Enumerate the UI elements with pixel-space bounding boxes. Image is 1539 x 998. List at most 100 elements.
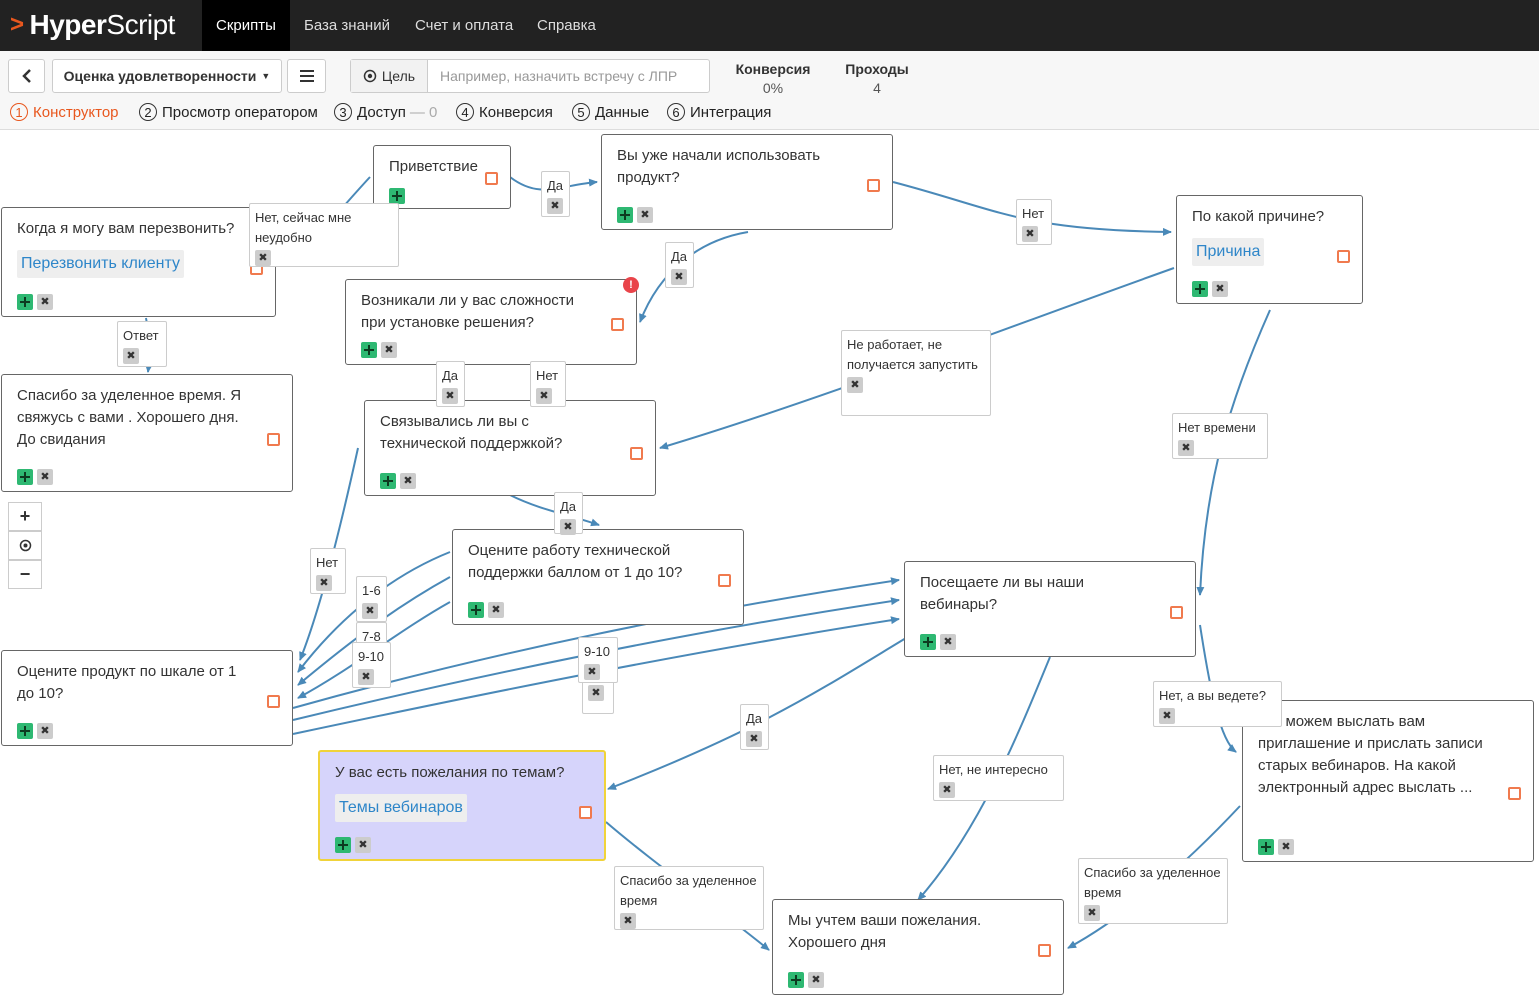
edge[interactable] <box>892 181 1172 236</box>
remove-icon[interactable]: ✖ <box>123 348 139 364</box>
menu-button[interactable] <box>287 59 326 93</box>
node-topics[interactable]: У вас есть пожелания по темам? Темы веби… <box>318 750 606 861</box>
node-checkbox[interactable] <box>267 695 280 708</box>
center-view-button[interactable] <box>8 531 42 560</box>
plus-icon[interactable] <box>17 723 33 739</box>
flow-canvas[interactable]: Приветствие Вы уже начали использовать п… <box>0 130 1539 998</box>
remove-icon[interactable]: ✖ <box>536 388 552 404</box>
plus-icon[interactable] <box>788 972 804 988</box>
edge[interactable] <box>639 231 749 323</box>
node-checkbox[interactable] <box>485 172 498 185</box>
edge-label[interactable]: 9-10 ✖ <box>352 642 391 688</box>
edge-label[interactable]: Да ✖ <box>554 492 583 535</box>
edge-label[interactable]: 9-10 ✖ <box>578 637 618 683</box>
node-tag[interactable]: Причина <box>1192 238 1265 266</box>
remove-icon[interactable]: ✖ <box>488 602 504 618</box>
node-tag[interactable]: Перезвонить клиенту <box>17 250 184 278</box>
plus-icon[interactable] <box>920 634 936 650</box>
edge[interactable] <box>607 637 907 790</box>
edge-label[interactable]: Нет ✖ <box>530 361 566 407</box>
remove-icon[interactable]: ✖ <box>355 837 371 853</box>
warning-icon[interactable]: ! <box>623 277 639 293</box>
edge-label[interactable]: Нет, не интересно ✖ <box>933 755 1064 801</box>
plus-icon[interactable] <box>17 469 33 485</box>
node-greeting[interactable]: Приветствие <box>373 145 511 209</box>
remove-icon[interactable]: ✖ <box>37 723 53 739</box>
remove-icon[interactable]: ✖ <box>381 342 397 358</box>
remove-icon[interactable]: ✖ <box>620 913 636 929</box>
edge-label[interactable]: Не работает, не получается запустить ✖ <box>841 330 991 416</box>
remove-icon[interactable]: ✖ <box>547 198 563 214</box>
plus-icon[interactable] <box>380 473 396 489</box>
remove-icon[interactable]: ✖ <box>1212 281 1228 297</box>
nav-billing[interactable]: Счет и оплата <box>415 17 514 34</box>
edge-label[interactable]: Спасибо за уделенное время ✖ <box>614 866 764 930</box>
remove-icon[interactable]: ✖ <box>584 664 600 680</box>
edge-label[interactable]: Ответ ✖ <box>117 321 167 367</box>
remove-icon[interactable]: ✖ <box>255 250 271 266</box>
node-difficulties[interactable]: Возникали ли у вас сложности при установ… <box>345 279 637 365</box>
node-webinars[interactable]: Посещаете ли вы наши вебинары? ✖ <box>904 561 1196 657</box>
nav-knowledge-base[interactable]: База знаний <box>304 17 390 34</box>
remove-icon[interactable]: ✖ <box>400 473 416 489</box>
edge-label[interactable]: Да ✖ <box>541 171 570 217</box>
plus-icon[interactable] <box>361 342 377 358</box>
node-checkbox[interactable] <box>1337 250 1350 263</box>
edge-label[interactable]: Спасибо за уделенное время ✖ <box>1078 858 1228 924</box>
remove-icon[interactable]: ✖ <box>847 377 863 393</box>
edge-label[interactable]: Нет времени ✖ <box>1172 413 1268 459</box>
node-final[interactable]: Мы учтем ваши пожелания. Хорошего дня ✖ <box>772 899 1064 995</box>
remove-icon[interactable]: ✖ <box>37 294 53 310</box>
plus-icon[interactable] <box>335 837 351 853</box>
node-rate-product[interactable]: Оцените продукт по шкале от 1 до 10? ✖ <box>1 650 293 746</box>
node-checkbox[interactable] <box>718 574 731 587</box>
node-checkbox[interactable] <box>1170 606 1183 619</box>
remove-icon[interactable]: ✖ <box>1159 708 1175 724</box>
node-checkbox[interactable] <box>1038 944 1051 957</box>
remove-icon[interactable]: ✖ <box>442 388 458 404</box>
plus-icon[interactable] <box>617 207 633 223</box>
remove-icon[interactable]: ✖ <box>37 469 53 485</box>
nav-help[interactable]: Справка <box>537 17 596 34</box>
node-checkbox[interactable] <box>867 179 880 192</box>
edge-label[interactable]: 1-6 ✖ <box>356 576 387 622</box>
plus-icon[interactable] <box>1192 281 1208 297</box>
edge-label[interactable]: Нет, сейчас мне неудобно ✖ <box>249 203 399 267</box>
plus-icon[interactable] <box>17 294 33 310</box>
edge-label[interactable]: Нет ✖ <box>1016 199 1052 245</box>
plus-icon[interactable] <box>1258 839 1274 855</box>
node-checkbox[interactable] <box>267 433 280 446</box>
script-selector-dropdown[interactable]: Оценка удовлетворенности ▼ <box>52 59 282 93</box>
node-checkbox[interactable] <box>630 447 643 460</box>
node-checkbox[interactable] <box>611 318 624 331</box>
remove-icon[interactable]: ✖ <box>1084 905 1100 921</box>
node-checkbox[interactable] <box>579 806 592 819</box>
edge-label[interactable]: Да ✖ <box>436 361 465 407</box>
remove-icon[interactable]: ✖ <box>939 782 955 798</box>
plus-icon[interactable] <box>468 602 484 618</box>
plus-icon[interactable] <box>389 188 405 204</box>
remove-icon[interactable]: ✖ <box>671 269 687 285</box>
node-callback[interactable]: Когда я могу вам перезвонить? Перезвонит… <box>1 207 276 317</box>
node-reason[interactable]: По какой причине? Причина ✖ <box>1176 195 1363 304</box>
edge-label[interactable]: Да ✖ <box>740 704 769 750</box>
remove-icon[interactable]: ✖ <box>1278 839 1294 855</box>
node-invite[interactable]: Мы можем выслать вам приглашение и присл… <box>1242 700 1534 862</box>
node-support-contact[interactable]: Связывались ли вы с технической поддержк… <box>364 400 656 496</box>
remove-icon[interactable]: ✖ <box>808 972 824 988</box>
nav-scripts[interactable]: Скрипты <box>202 0 290 51</box>
goal-label[interactable]: Цель <box>351 60 428 92</box>
remove-icon[interactable]: ✖ <box>362 603 378 619</box>
remove-icon[interactable]: ✖ <box>940 634 956 650</box>
remove-icon[interactable]: ✖ <box>560 519 576 535</box>
edge-label[interactable]: Нет, а вы ведете? ✖ <box>1153 681 1282 727</box>
remove-icon[interactable]: ✖ <box>1022 226 1038 242</box>
node-started-using[interactable]: Вы уже начали использовать продукт? ✖ <box>601 134 893 230</box>
edge-label[interactable]: Нет ✖ <box>310 548 346 594</box>
